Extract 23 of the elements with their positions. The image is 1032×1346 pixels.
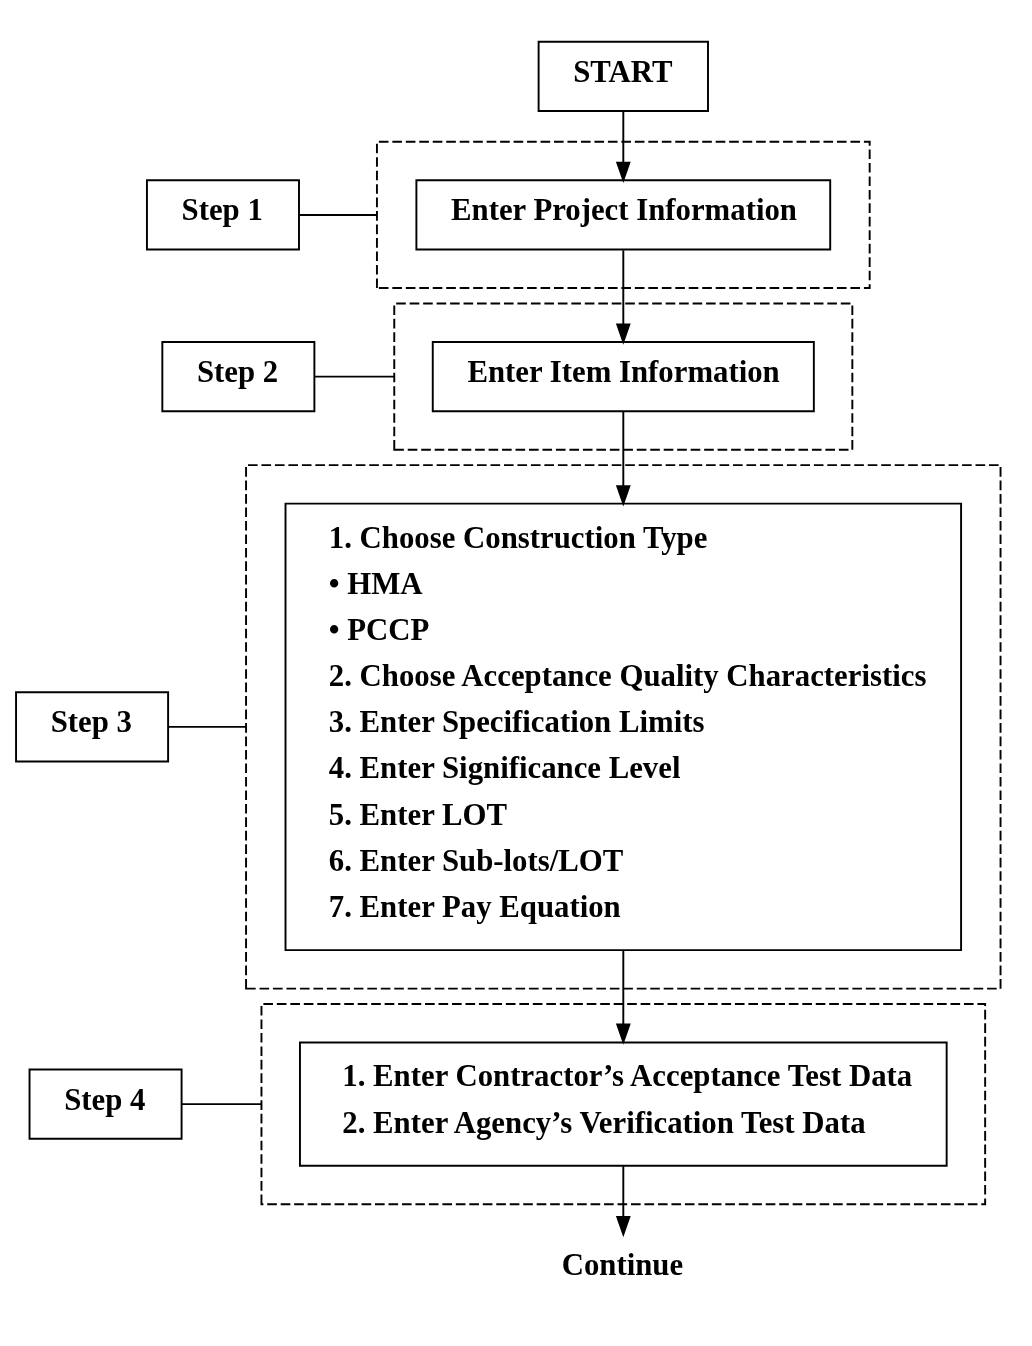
connector [298, 213, 378, 216]
node-box: Enter Project Information [415, 179, 832, 251]
node-box: START [537, 40, 709, 112]
node-box: Step 3 [15, 691, 170, 763]
arrow [615, 110, 631, 183]
node-box: Step 4 [28, 1068, 183, 1140]
arrow [615, 249, 631, 345]
node-box: Step 1 [146, 179, 300, 251]
cluster [393, 302, 854, 451]
cluster [376, 140, 871, 289]
node-text: Continue [561, 1248, 684, 1283]
cluster [260, 1003, 987, 1206]
arrow [615, 410, 631, 507]
arrow [615, 949, 631, 1045]
connector [180, 1103, 263, 1106]
node-box: 1. Enter Contractor’s Acceptance Test Data 2. Enter Agency’s Verification Test Data [299, 1041, 948, 1167]
arrow [615, 1165, 631, 1238]
node-box: Step 2 [161, 341, 316, 413]
node-box: 1. Choose Construction Type • HMA • PCCP 2. Choose Acceptance Quality Characteristics 3. Enter Specification Limits 4. Enter Significance Level 5. Enter LOT 6. Enter Sub-lots/LOT 7. Enter Pay Equation [284, 502, 963, 952]
node-box: Enter Item Information [431, 341, 815, 413]
connector [314, 375, 396, 378]
connector [167, 725, 247, 728]
cluster [245, 464, 1002, 990]
